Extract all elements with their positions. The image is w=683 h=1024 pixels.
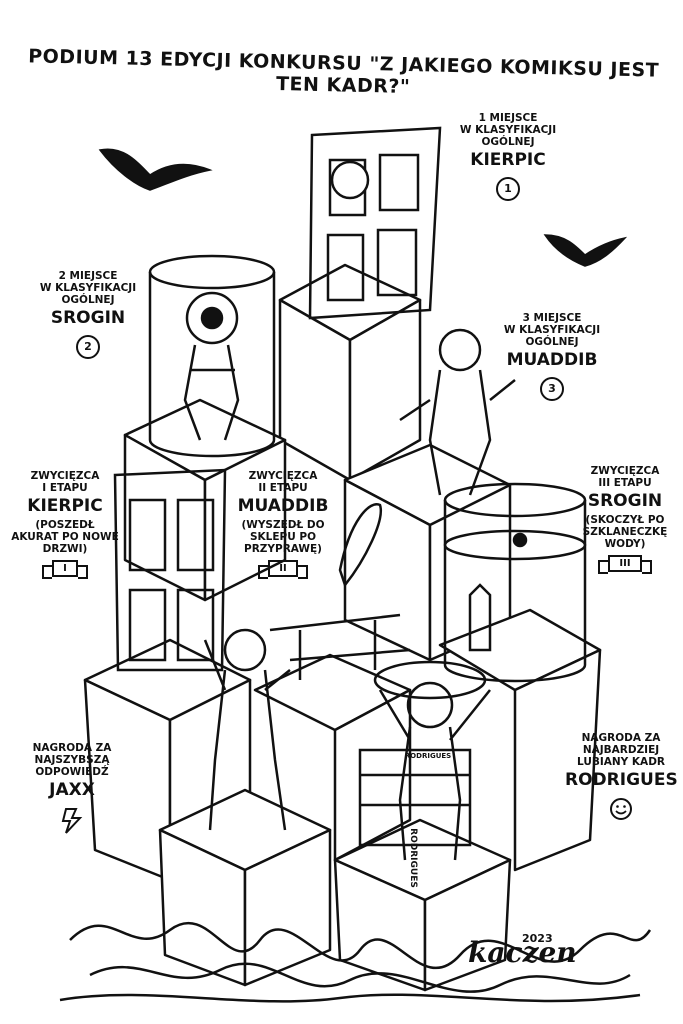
first-place-label: 1 MIEJSCE W KLASYFIKACJI OGÓLNEJ KIERPIC…: [448, 112, 568, 201]
stage1-name: KIERPIC: [27, 496, 103, 517]
stage3-name: SROGIN: [587, 491, 663, 512]
stage2-ribbon: II: [258, 559, 309, 579]
smiley-icon: [610, 797, 632, 820]
bird-right: [543, 234, 628, 267]
favorite-name: RODRIGUES: [565, 770, 678, 791]
signature-year: 2023: [522, 932, 553, 945]
fish-weapon: [338, 503, 383, 588]
stage2-name: MUADDIB: [237, 496, 329, 517]
third-place-badge: 3: [540, 376, 564, 401]
artist-signature: kaczen: [468, 936, 577, 969]
second-place-badge: 2: [76, 334, 100, 359]
bird-left: [98, 148, 213, 191]
lightning-icon: [61, 807, 83, 834]
podium-block-stage3: [438, 608, 602, 872]
stage3-label: ZWYCIĘZCA III ETAPU SROGIN (SKOCZYŁ PO S…: [575, 465, 675, 574]
stage1-label: ZWYCIĘZCA I ETAPU KIERPIC (POSZEDŁ AKURA…: [10, 470, 120, 579]
second-place-label: 2 MIEJSCE W KLASYFIKACJI OGÓLNEJ SROGIN …: [28, 270, 148, 359]
belt-text: RODRIGUES: [404, 752, 452, 760]
stage2-label: ZWYCIĘZCA II ETAPU MUADDIB (WYSZEDŁ DO S…: [228, 470, 338, 579]
fastest-name: JAXX: [49, 780, 95, 801]
fastest-answer-label: NAGRODA ZA NAJSZYBSZĄ ODPOWIEDŹ JAXX: [22, 742, 122, 839]
stage3-ribbon: III: [598, 554, 652, 574]
waves: [59, 921, 652, 1003]
figure-favorite: [358, 660, 491, 861]
jar-lower: [443, 482, 587, 683]
podium-block-fastest: [158, 788, 332, 987]
bench: [269, 613, 411, 680]
birds: [98, 148, 628, 267]
first-place-name: KIERPIC: [470, 150, 546, 171]
figure-fastest: [203, 628, 291, 831]
first-place-badge: 1: [496, 176, 520, 201]
third-place-label: 3 MIEJSCE W KLASYFIKACJI OGÓLNEJ MUADDIB…: [492, 312, 612, 401]
ring-text: RODRIGUES: [408, 828, 418, 888]
figure-third-place: [399, 328, 516, 496]
jar-upper: [148, 254, 276, 458]
podium-block-favorite: [333, 818, 512, 992]
door-lower: [113, 468, 227, 672]
door-upper: [308, 126, 442, 320]
podium-block-first: [278, 263, 422, 482]
stage1-ribbon: I: [42, 559, 88, 579]
second-place-name: SROGIN: [50, 308, 126, 329]
third-place-name: MUADDIB: [506, 350, 598, 371]
favorite-frame-label: NAGRODA ZA NAJBARDZIEJ LUBIANY KADR RODR…: [565, 732, 678, 825]
